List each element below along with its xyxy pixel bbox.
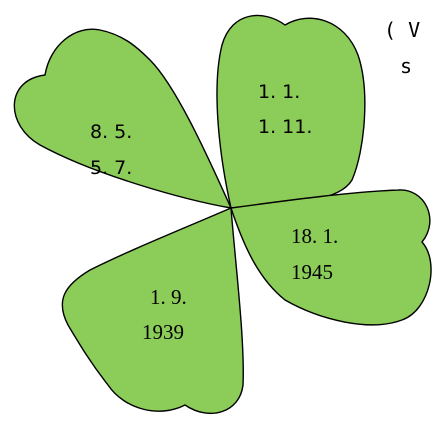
- leaf-bottom-right: [230, 189, 432, 326]
- leaf-bottom-right-line1: 18. 1.: [291, 224, 338, 248]
- leaf-top-left: [13, 28, 232, 209]
- leaf-bottom-left: [61, 207, 244, 414]
- leaf-top-right: [216, 14, 366, 209]
- side-text-line2: s: [400, 54, 413, 78]
- leaf-bottom-right-line2: 1945: [291, 260, 333, 284]
- leaf-top-right-line1: 1. 1.: [258, 81, 300, 103]
- leaf-top-right-line2: 1. 11.: [258, 116, 312, 138]
- leaf-bottom-left-line2: 1939: [142, 320, 184, 344]
- leaf-bottom-left-line1: 1. 9.: [150, 285, 187, 309]
- leaf-top-left-line1: 8. 5.: [90, 121, 132, 143]
- side-text-line1: ( V: [384, 18, 421, 42]
- leaf-top-left-line2: 5. 7.: [90, 157, 132, 179]
